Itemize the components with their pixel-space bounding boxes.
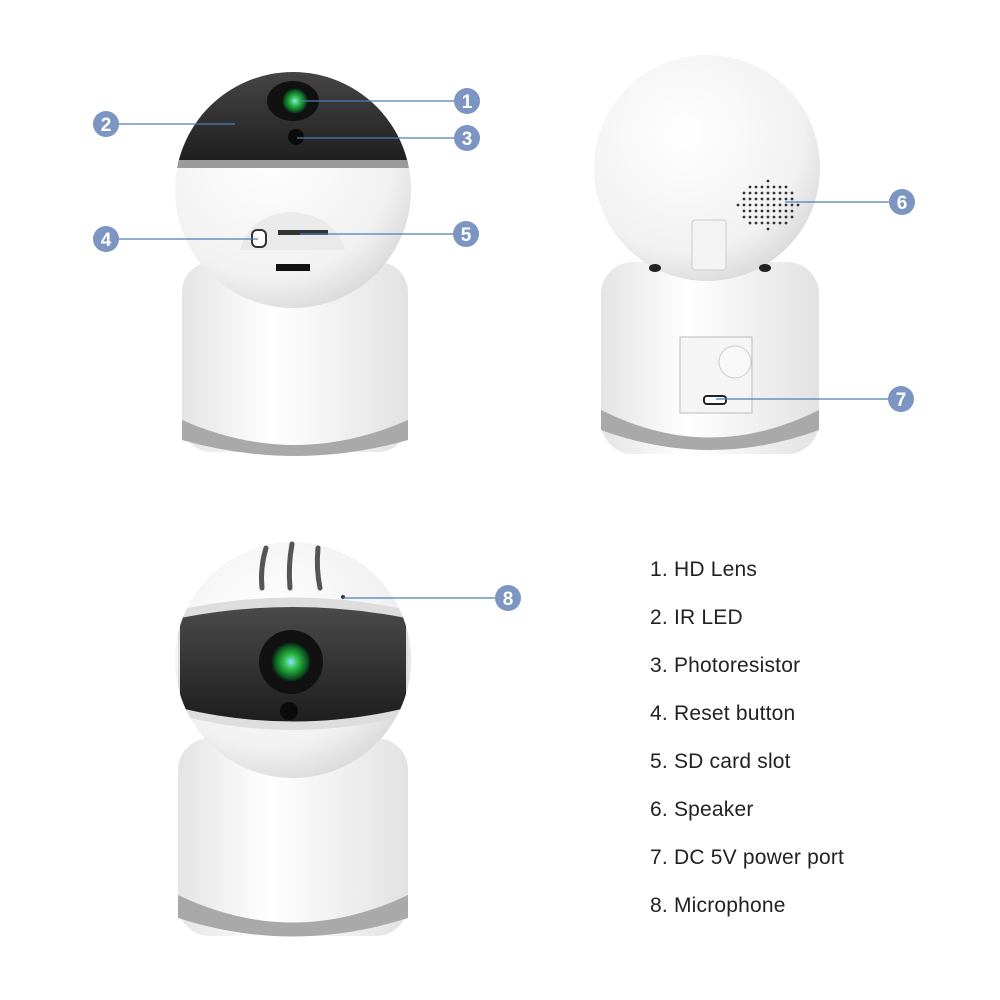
legend-item-reset-button: 4. Reset button bbox=[650, 702, 796, 725]
callout-badge-7: 7 bbox=[888, 386, 914, 412]
callout-badge-6: 6 bbox=[889, 189, 915, 215]
svg-text:5: 5 bbox=[461, 225, 472, 246]
legend-item-photoresistor: 3. Photoresistor bbox=[650, 654, 801, 677]
speaker-grille bbox=[736, 179, 800, 231]
svg-text:3: 3 bbox=[462, 129, 473, 150]
callout-badge-2: 2 bbox=[93, 111, 119, 137]
svg-text:8: 8 bbox=[503, 589, 514, 610]
legend: 1. HD Lens 2. IR LED 3. Photoresistor 4.… bbox=[650, 558, 844, 942]
callout-badge-8: 8 bbox=[495, 585, 521, 611]
callout-badge-3: 3 bbox=[454, 125, 480, 151]
callout-badge-1: 1 bbox=[454, 88, 480, 114]
svg-text:2: 2 bbox=[101, 115, 112, 136]
callout-badge-4: 4 bbox=[93, 226, 119, 252]
camera-angled-view bbox=[175, 541, 411, 937]
legend-item-microphone: 8. Microphone bbox=[650, 894, 786, 917]
svg-text:4: 4 bbox=[101, 230, 112, 251]
legend-item-ir-led: 2. IR LED bbox=[650, 606, 743, 629]
camera-back-view bbox=[594, 55, 820, 454]
callout-badge-5: 5 bbox=[453, 221, 479, 247]
svg-text:6: 6 bbox=[897, 193, 908, 214]
svg-text:7: 7 bbox=[896, 390, 907, 411]
legend-item-speaker: 6. Speaker bbox=[650, 798, 754, 821]
legend-item-sd-card-slot: 5. SD card slot bbox=[650, 750, 791, 773]
legend-item-power-port: 7. DC 5V power port bbox=[650, 846, 845, 869]
legend-item-hd-lens: 1. HD Lens bbox=[650, 558, 758, 581]
camera-front-view bbox=[175, 72, 411, 456]
svg-text:1: 1 bbox=[462, 92, 473, 113]
callout-lines bbox=[106, 100, 902, 599]
